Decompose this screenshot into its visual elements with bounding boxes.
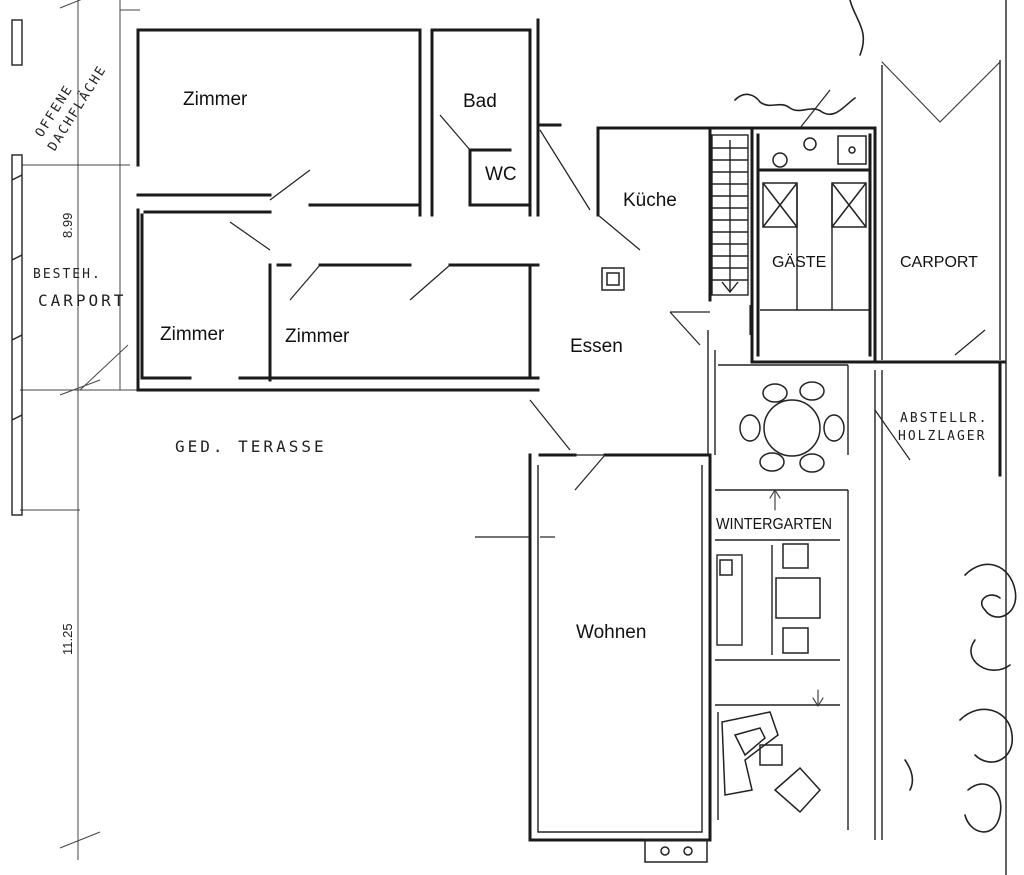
note-terrasse: GED. TERASSE	[175, 437, 327, 456]
room-label-wohnen: Wohnen	[576, 622, 646, 643]
note-abstellraum: ABSTELLR.	[900, 411, 988, 426]
dimension-upper: 8.99	[60, 213, 75, 238]
note-besteh: BESTEH.	[33, 267, 102, 282]
dimension-lower: 11.25	[60, 623, 75, 655]
note-carport-existing: CARPORT	[38, 291, 126, 310]
room-label-wc: WC	[485, 164, 517, 185]
room-labels: Zimmer Bad WC Küche Zimmer Zimmer Essen …	[160, 89, 978, 643]
room-label-zimmer-2: Zimmer	[160, 324, 225, 345]
note-holzlager: HOLZLAGER	[898, 429, 986, 444]
room-label-essen: Essen	[570, 336, 623, 357]
dimension-labels: 8.99 11.25	[60, 213, 75, 655]
room-label-zimmer-3: Zimmer	[285, 326, 350, 347]
entry-arrow	[769, 488, 824, 708]
room-label-gaeste: GÄSTE	[772, 253, 826, 271]
room-label-carport: CARPORT	[900, 254, 978, 271]
handwritten-notes: OFFENE DACHFLÄCHE BESTEH. CARPORT GED. T…	[33, 62, 988, 456]
dimension-lines	[20, 0, 140, 860]
stair-treads	[712, 140, 748, 294]
room-label-bad: Bad	[463, 91, 497, 112]
furniture	[601, 135, 870, 863]
room-label-zimmer-1: Zimmer	[183, 89, 248, 110]
room-label-kueche: Küche	[623, 190, 677, 211]
door-swings	[229, 89, 986, 538]
existing-carport-wall	[11, 19, 23, 516]
room-label-wintergarten: WINTERGARTEN	[716, 516, 832, 533]
garden-bushes	[734, 0, 1017, 833]
building-walls	[136, 0, 1007, 875]
